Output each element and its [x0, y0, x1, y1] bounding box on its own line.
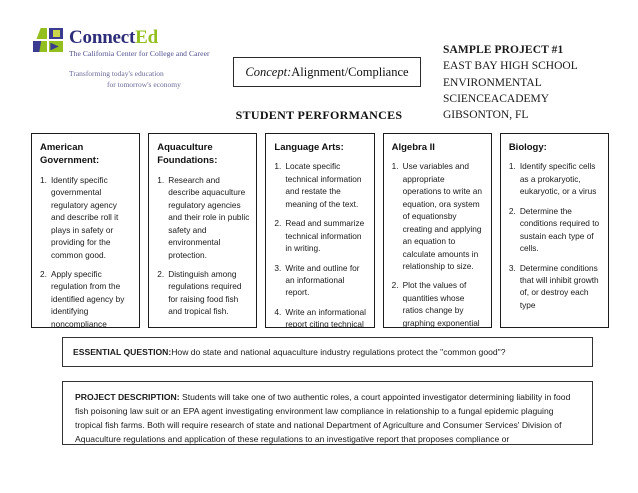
logo-square-top-right [49, 28, 63, 39]
performance-column-title: American Government: [40, 142, 100, 167]
connected-logo: ConnectEd The California Center for Coll… [33, 27, 263, 90]
project-meta-school: EAST BAY HIGH SCHOOL [443, 60, 578, 73]
performance-item-list: 1.Use variables and appropriate operatio… [391, 160, 484, 328]
performance-item-text: Distinguish among regulations required f… [168, 269, 242, 317]
student-performances-columns: American Government:1.Identify specific … [31, 133, 610, 328]
concept-text: Concept:Alignment/Compliance [245, 65, 408, 80]
performance-item-number: 2. [391, 280, 399, 291]
performance-item-number: 2. [274, 218, 282, 229]
project-meta-title: SAMPLE PROJECT #1 [443, 44, 564, 56]
performance-item-list: 1.Identify specific cells as a prokaryot… [509, 160, 601, 311]
student-performances-title: STUDENT PERFORMANCES [235, 108, 403, 122]
performance-item-text: Determine the conditions required to sus… [519, 205, 600, 254]
performance-item: 1.Locate specific technical information … [274, 160, 366, 210]
performance-column: American Government: 1. Identify specific … [31, 133, 141, 328]
performance-item: 1.Use variables and appropriate operatio… [392, 160, 484, 272]
performance-item-number: 3. [508, 262, 516, 273]
logo-square-bottom-right [49, 41, 63, 52]
performance-item-text: Use variables and appropriate operations… [402, 161, 482, 271]
performance-item-text: Determine conditions that will inhibit g… [519, 262, 599, 310]
performance-item-text: Plot the values of quantities whose rati… [402, 280, 480, 328]
project-meta: SAMPLE PROJECT #1 EAST BAY HIGH SCHOOL E… [443, 42, 638, 124]
logo-tagline-line2: for tomorrow's economy [107, 79, 181, 89]
performance-item-number: 1. [40, 174, 47, 185]
performance-item-text: Write an informational report citing tec… [285, 306, 366, 328]
performance-item: 2.Plot the values of quantities whose ra… [391, 279, 484, 328]
project-description-text: PROJECT DESCRIPTION: Students will take … [75, 390, 580, 444]
essential-question-box: ESSENTIAL QUESTION:How do state and nati… [62, 337, 593, 367]
concept-label: Concept: [245, 64, 292, 79]
performance-item-number: 1. [274, 161, 282, 172]
performance-item-text: Read and summarize technical information… [285, 218, 365, 254]
logo-tagline: Transforming today's education for tomor… [69, 68, 263, 91]
performance-item-text: Locate specific technical information an… [285, 161, 362, 209]
performance-item: 3.Determine conditions that will inhibit… [509, 262, 601, 312]
performance-item: 1. Identify specific governmental regulat… [40, 174, 132, 261]
logo-wordmark-accent: Ed [135, 27, 158, 48]
logo-wordmark: ConnectEd [69, 28, 210, 47]
performance-item-number: 1. [508, 161, 516, 172]
performance-item-number: 1. [157, 174, 165, 185]
essential-question-label: ESSENTIAL QUESTION: [73, 346, 172, 357]
concept-value: Alignment/Compliance [291, 64, 409, 79]
performance-item-number: 2. [40, 269, 47, 280]
performance-column-title: Aquaculture Foundations: [157, 142, 218, 167]
connected-logo-mark-icon [33, 28, 63, 52]
performance-item-text: Apply specific regulation from the ident… [51, 269, 125, 328]
performance-item-number: 3. [274, 262, 282, 273]
performance-item: 1.Identify specific cells as a prokaryot… [509, 160, 601, 197]
performance-item-list: 1.Locate specific technical information … [274, 160, 366, 328]
page-header: ConnectEd The California Center for Coll… [0, 0, 638, 121]
performance-column: Algebra II 1.Use variables and appropriat… [382, 133, 492, 328]
performance-column: Language Arts: 1.Locate specific technica… [265, 133, 375, 328]
essential-question-value: How do state and national aquaculture in… [171, 346, 506, 357]
performance-item: 2.Determine the conditions required to s… [509, 205, 601, 255]
performance-item-list: 1. Identify specific governmental regulat… [40, 174, 132, 328]
performance-item-text: Write and outline for an informational r… [285, 262, 360, 298]
performance-column-title: Algebra II [391, 142, 435, 153]
performance-item-number: 1. [391, 161, 399, 172]
performance-item: 1.Research and describe aquaculture regu… [157, 174, 249, 261]
performance-item: 3.Write and outline for an informational… [274, 262, 366, 299]
performance-item-number: 2. [508, 205, 516, 216]
performance-item: 2. Apply specific regulation from the ide… [40, 268, 132, 328]
project-description-box: PROJECT DESCRIPTION: Students will take … [62, 381, 593, 445]
essential-question-text: ESSENTIAL QUESTION:How do state and nati… [73, 346, 506, 358]
logo-tagline-line1: Transforming today's education [69, 68, 164, 78]
concept-box: Concept:Alignment/Compliance [233, 57, 421, 87]
performance-item-text: Research and describe aquaculture regula… [168, 174, 250, 260]
performance-item-text: Identify specific governmental regulator… [51, 174, 119, 260]
logo-square-top-left [33, 28, 47, 39]
performance-item-number: 4. [274, 306, 282, 317]
performance-column-title: Biology: [508, 142, 547, 153]
project-meta-location: GIBSONTON, FL [443, 109, 529, 122]
performance-column: Biology: 1.Identify specific cells as a p… [499, 133, 610, 328]
performance-item: 2.Distinguish among regulations required… [157, 268, 249, 318]
performance-column: Aquaculture Foundations: 1.Research and d… [148, 133, 258, 328]
project-description-label: PROJECT DESCRIPTION: [75, 392, 180, 402]
project-meta-academy: ENVIRONMENTAL SCIENCEACADEMY [443, 76, 550, 105]
logo-subtitle: The California Center for College and Ca… [69, 49, 210, 58]
performance-item-text: Identify specific cells as a prokaryotic… [519, 161, 597, 197]
logo-wordmark-main: Connect [69, 27, 136, 48]
performance-item: 4.Write an informational report citing t… [274, 306, 366, 328]
performance-item-list: 1.Research and describe aquaculture regu… [157, 174, 249, 318]
logo-square-bottom-left [33, 41, 47, 52]
performance-column-title: Language Arts: [274, 142, 344, 153]
project-description-value: Students will take one of two authentic … [75, 392, 571, 444]
performance-item: 2.Read and summarize technical informati… [274, 217, 366, 254]
performance-item-number: 2. [157, 269, 165, 280]
